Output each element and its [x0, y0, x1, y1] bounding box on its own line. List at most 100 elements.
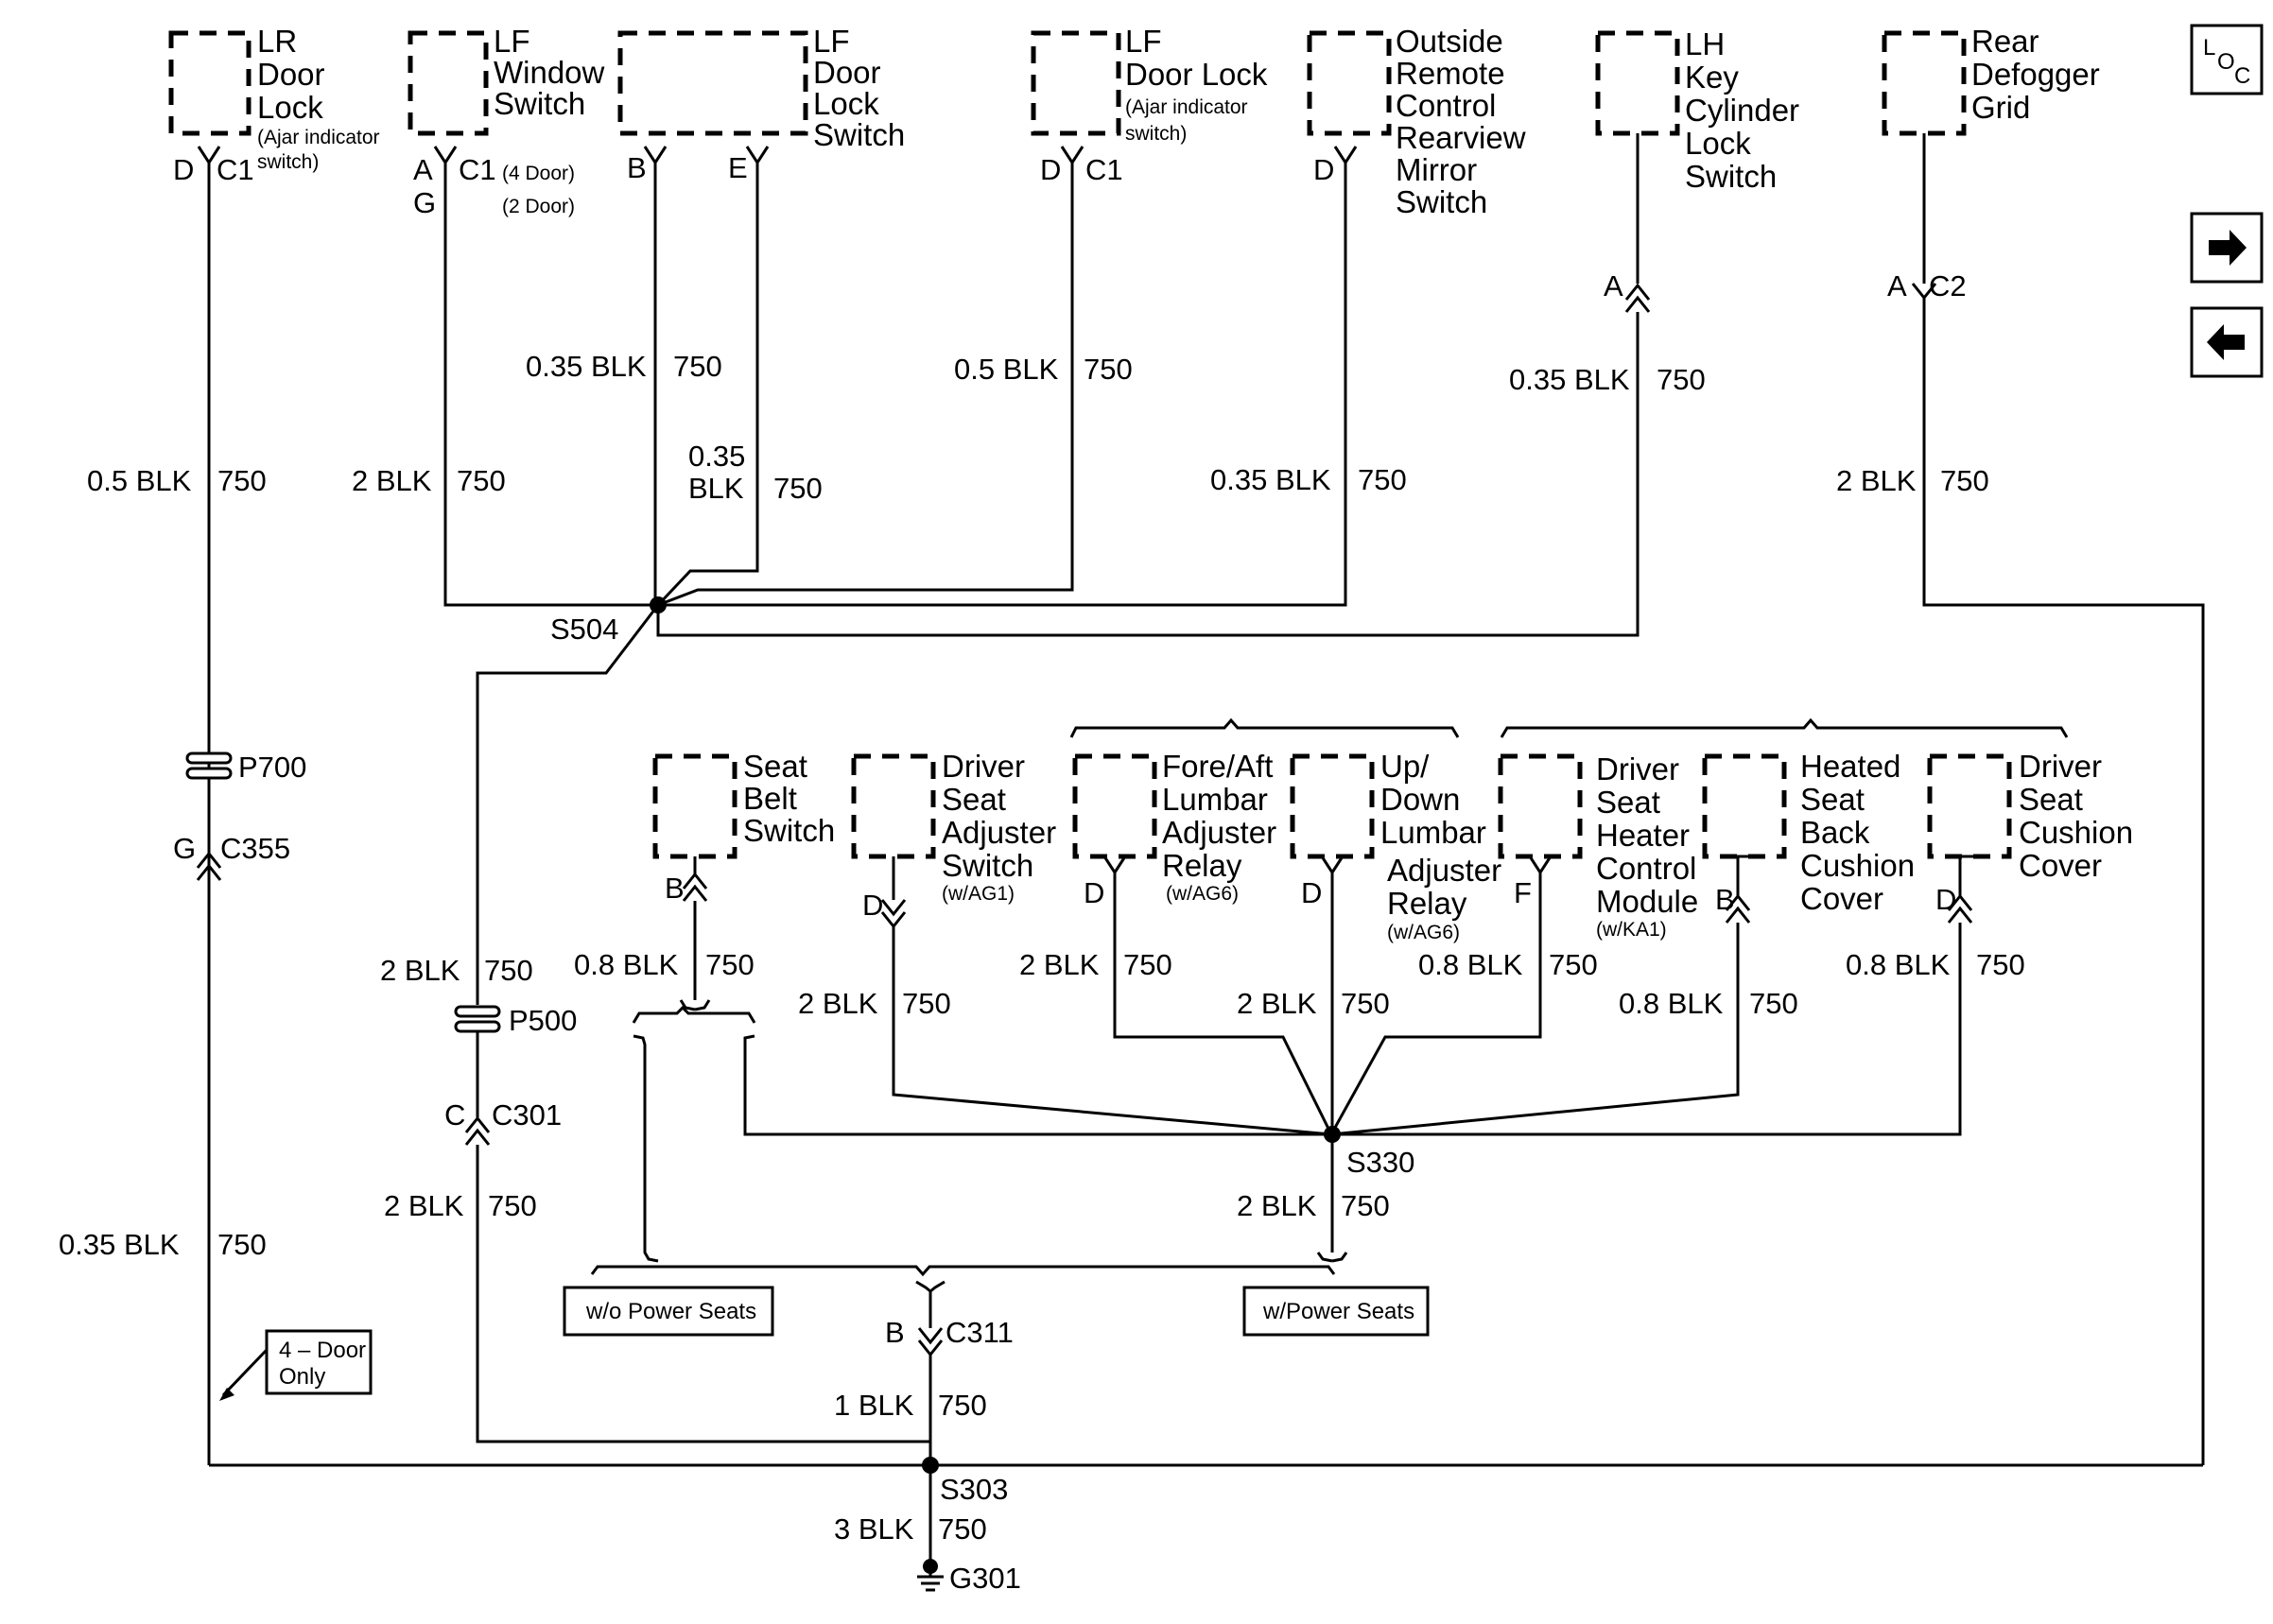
wire-label-defog-circuit: 750	[1940, 464, 1989, 497]
splice-s303-label: S303	[940, 1473, 1008, 1506]
svg-text:LR: LR	[257, 24, 297, 59]
component-lf-window-switch: LF Window Switch	[408, 24, 605, 136]
svg-text:Door Lock: Door Lock	[1125, 57, 1268, 92]
wire-label-mirror-circuit: 750	[1358, 463, 1407, 496]
wire-label-cushion-gauge: 0.8 BLK	[1846, 948, 1951, 981]
wire-label-mirror-gauge: 0.35 BLK	[1210, 463, 1331, 496]
svg-text:Relay: Relay	[1387, 886, 1467, 921]
svg-text:Seat: Seat	[1800, 782, 1865, 817]
svg-text:Cover: Cover	[1800, 881, 1883, 916]
wire-label-lr-gauge: 0.5 BLK	[87, 464, 192, 497]
svg-text:Lock: Lock	[257, 90, 323, 125]
svg-text:Only: Only	[279, 1364, 325, 1390]
component-seat-belt-switch: Seat Belt Switch	[652, 749, 835, 859]
conn-c355-label: C355	[220, 832, 290, 865]
svg-text:Remote: Remote	[1396, 56, 1505, 91]
wire-label-lhkey-gauge: 0.35 BLK	[1509, 363, 1630, 396]
wire-label-lfw-circuit: 750	[457, 464, 506, 497]
svg-text:Switch: Switch	[743, 813, 835, 848]
svg-text:Door: Door	[257, 57, 325, 92]
seat-wiring	[209, 855, 2203, 1569]
svg-text:Cushion: Cushion	[2019, 815, 2133, 850]
svg-text:Rear: Rear	[1971, 24, 2039, 59]
wire-label-updown-gauge: 2 BLK	[1237, 987, 1317, 1020]
wire-label-lfw-gauge: 2 BLK	[352, 464, 432, 497]
svg-text:Belt: Belt	[743, 781, 797, 816]
wire-c301-to-s303	[464, 1032, 930, 1443]
wire-label-lfdl-circuit: 750	[1084, 353, 1133, 386]
back-button[interactable]	[2190, 306, 2264, 378]
wire-label-c311-gauge: 1 BLK	[834, 1389, 914, 1422]
conn-c311-label: C311	[946, 1316, 1014, 1349]
wire-label-c301-gauge: 2 BLK	[384, 1189, 464, 1222]
conn-c301-label: C301	[492, 1098, 562, 1132]
component-heated-seat-back-cushion-cover: Heated Seat Back Cushion Cover	[1702, 749, 1915, 916]
wire-label-seatback-gauge: 0.8 BLK	[1619, 987, 1724, 1020]
option-box-without-power-seats: w/o Power Seats	[563, 1286, 774, 1337]
svg-text:Driver: Driver	[1596, 752, 1679, 786]
conn-c355-chevron	[196, 851, 222, 881]
ground-g301-icon	[917, 1559, 944, 1592]
svg-text:Switch: Switch	[494, 86, 585, 121]
option-box-with-power-seats: w/Power Seats	[1242, 1286, 1430, 1337]
svg-text:Lumbar: Lumbar	[1162, 782, 1268, 817]
svg-text:Cylinder: Cylinder	[1685, 93, 1799, 128]
svg-text:Fore/Aft: Fore/Aft	[1162, 749, 1273, 784]
wire-label-cushion-circuit: 750	[1976, 948, 2025, 981]
splice-s303-dot	[922, 1457, 939, 1474]
wire-label-lfdl-gauge: 0.5 BLK	[954, 353, 1059, 386]
pin-seatbelt-b: B	[665, 872, 685, 905]
svg-text:Cushion: Cushion	[1800, 848, 1915, 883]
svg-text:(w/AG6): (w/AG6)	[1166, 883, 1239, 905]
svg-text:Door: Door	[813, 55, 881, 90]
component-lf-door-lock-switch: LF Door Lock Switch	[617, 24, 905, 152]
svg-text:Down: Down	[1380, 782, 1460, 817]
wire-label-c311-circuit: 750	[938, 1389, 987, 1422]
svg-text:LF: LF	[1125, 24, 1162, 59]
four-door-only-box: 4 – Door Only	[219, 1329, 373, 1401]
arrow-right-icon	[2209, 230, 2247, 266]
svg-text:Control: Control	[1396, 88, 1496, 123]
svg-text:Back: Back	[1800, 815, 1870, 850]
component-rear-defogger-grid: Rear Defogger Grid	[1882, 24, 2100, 136]
wire-label-lhkey-circuit: 750	[1657, 363, 1706, 396]
arrow-left-icon	[2207, 324, 2245, 360]
splice-s330-label: S330	[1346, 1146, 1414, 1179]
svg-text:Seat: Seat	[2019, 782, 2083, 817]
svg-text:(w/KA1): (w/KA1)	[1596, 919, 1667, 941]
wire-label-seatbelt-gauge: 0.8 BLK	[574, 948, 679, 981]
svg-text:Control: Control	[1596, 851, 1696, 886]
svg-text:Lock: Lock	[813, 86, 879, 121]
svg-text:Heated: Heated	[1800, 749, 1900, 784]
svg-text:Seat: Seat	[743, 749, 807, 784]
brace-lumbar-group	[1069, 717, 1460, 738]
svg-text:LF: LF	[813, 24, 850, 59]
wire-label-seatback-circuit: 750	[1749, 987, 1798, 1020]
loc-button[interactable]: L O C	[2190, 24, 2264, 95]
svg-text:Switch: Switch	[813, 117, 905, 152]
svg-text:(Ajar indicator: (Ajar indicator	[1125, 96, 1248, 118]
svg-text:Module: Module	[1596, 884, 1698, 919]
pin-defog-a: A	[1887, 269, 1907, 302]
wire-label-lfdls-b-circuit: 750	[673, 350, 722, 383]
wire-label-lfdls-e-gauge-a: 0.35	[688, 440, 745, 473]
pin-lfdl-d: D	[1040, 153, 1061, 186]
top-wiring	[197, 133, 2205, 1465]
svg-text:(w/AG1): (w/AG1)	[942, 883, 1015, 905]
conn-lfdl-c1: C1	[1085, 153, 1123, 186]
forward-button[interactable]	[2190, 212, 2264, 284]
conn-lr-c1: C1	[217, 153, 254, 186]
pin-adjuster-d: D	[862, 889, 883, 922]
svg-text:switch): switch)	[257, 151, 319, 173]
svg-text:Seat: Seat	[942, 782, 1006, 817]
pin-lfw-g: G	[413, 186, 436, 219]
pin-heater-f: F	[1514, 876, 1532, 909]
svg-text:Key: Key	[1685, 60, 1739, 95]
wire-label-lfdls-e-gauge-b: BLK	[688, 472, 744, 505]
svg-text:switch): switch)	[1125, 123, 1187, 145]
brace-heated-group	[1500, 717, 2069, 738]
wire-label-lfdls-b-gauge: 0.35 BLK	[526, 350, 647, 383]
loc-letter-l: L	[2203, 35, 2215, 60]
wire-label-seatbelt-circuit: 750	[705, 948, 755, 981]
pin-lr-d: D	[173, 153, 194, 186]
